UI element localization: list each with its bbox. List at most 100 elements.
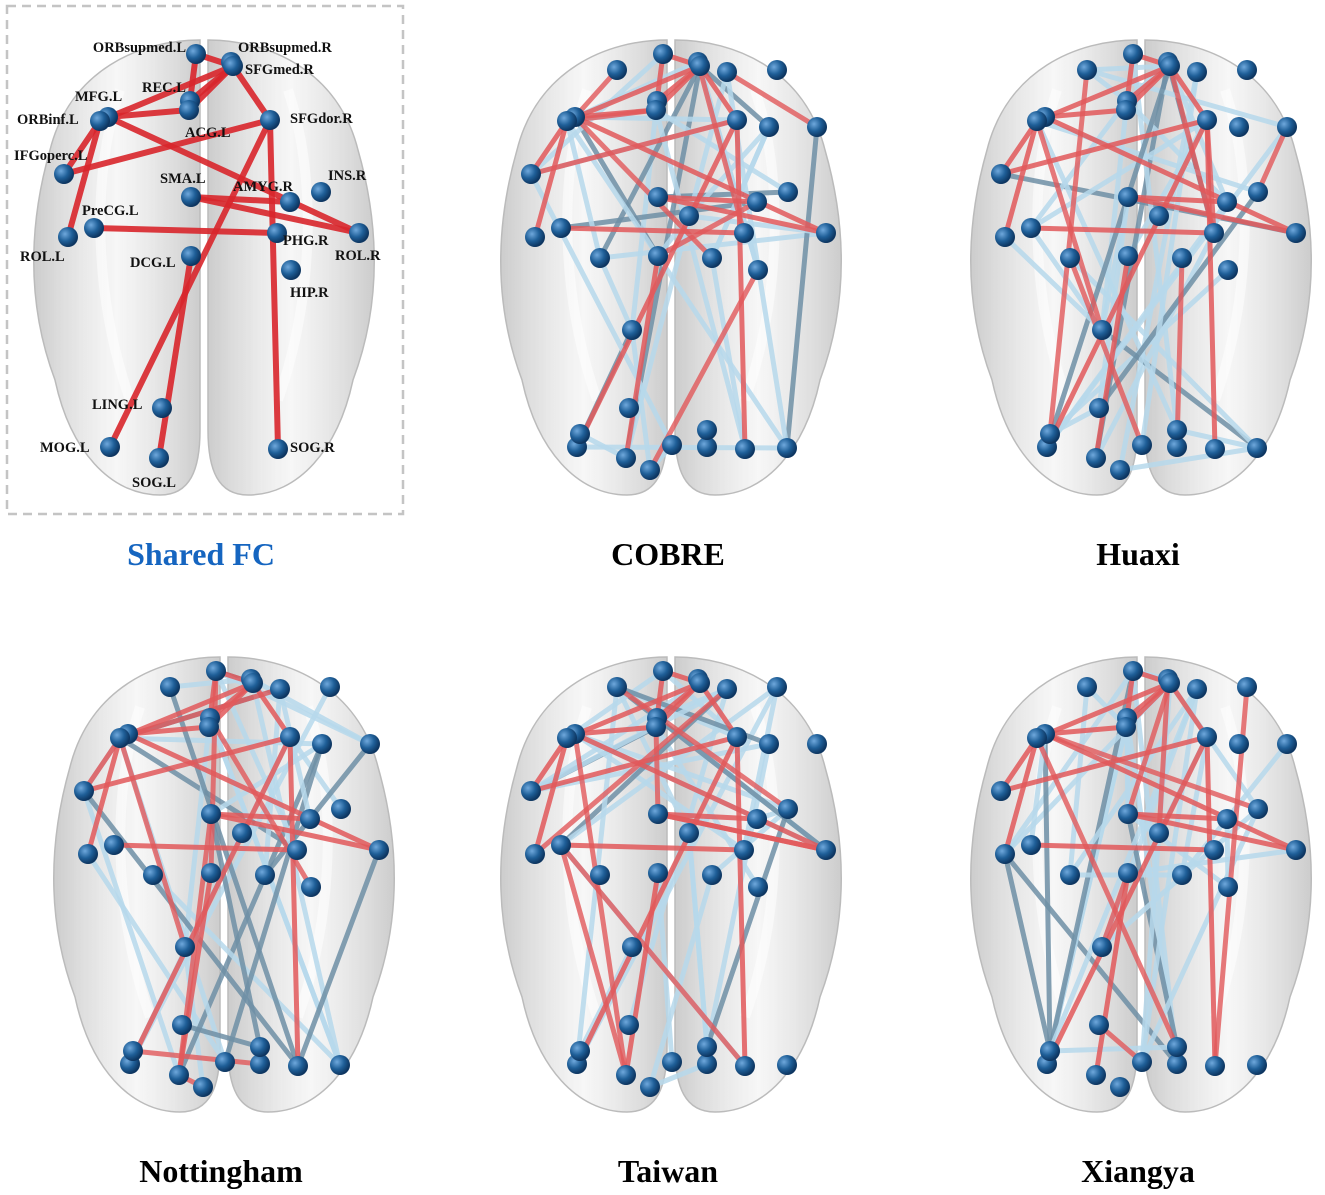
brain-node	[767, 60, 787, 80]
brain-node	[152, 398, 172, 418]
positive-edge	[734, 117, 748, 452]
positive-edge	[1002, 735, 1040, 857]
panel-taiwan	[500, 656, 842, 1113]
brain-node	[1247, 1055, 1267, 1075]
positive-edge	[1042, 114, 1299, 236]
panel-xiangya	[970, 656, 1312, 1113]
brain-node	[243, 673, 263, 693]
brain-node	[1172, 248, 1192, 268]
negative-edge	[597, 63, 703, 261]
brain-node	[250, 1037, 270, 1057]
brain-node	[281, 260, 301, 280]
node-label-rec-l: REC.L	[142, 80, 186, 96]
shared-edge	[267, 117, 281, 452]
node-label-amyg-r: AMYG.R	[233, 179, 294, 195]
node-label-orbsupmed-l: ORBsupmed.L	[93, 40, 186, 56]
brain-node	[267, 223, 287, 243]
shared-edge	[230, 63, 273, 123]
brain-node	[557, 728, 577, 748]
brain-node	[1205, 439, 1225, 459]
node-label-rol-r: ROL.R	[335, 248, 381, 264]
node-label-precg-l: PreCG.L	[82, 203, 139, 219]
brain-node	[759, 117, 779, 137]
positive-edge	[572, 67, 620, 120]
brain-node	[1204, 223, 1224, 243]
brain-node	[1167, 420, 1187, 440]
positive-edge	[998, 118, 1040, 177]
brain-node	[1118, 246, 1138, 266]
brain-node	[201, 804, 221, 824]
negative-edge	[653, 107, 748, 452]
brain-node	[648, 804, 668, 824]
brain-node	[778, 182, 798, 202]
positive-edge	[697, 680, 740, 740]
positive-edge	[1028, 225, 1217, 236]
positive-edge	[655, 199, 760, 259]
brain-node	[702, 248, 722, 268]
brain-node	[1197, 110, 1217, 130]
brain-node	[193, 1077, 213, 1097]
positive-edge	[734, 734, 748, 1069]
brain-node	[640, 1077, 660, 1097]
brain-node	[1149, 206, 1169, 226]
brain-node	[1086, 1065, 1106, 1085]
positive-edge	[572, 114, 829, 236]
negative-edge	[597, 230, 829, 261]
brain-node	[1277, 734, 1297, 754]
panel-title-shared: Shared FC	[127, 536, 275, 572]
brain-node	[748, 260, 768, 280]
brain-node	[734, 223, 754, 243]
brain-node	[1237, 60, 1257, 80]
positive-edge	[572, 731, 629, 1078]
brain-node	[1149, 823, 1169, 843]
negative-edge	[176, 741, 325, 1078]
brain-node	[104, 835, 124, 855]
positive-edge	[572, 731, 829, 853]
brain-node	[1092, 937, 1112, 957]
positive-edge	[1167, 63, 1217, 236]
positive-edge	[287, 734, 301, 1069]
brain-node	[648, 246, 668, 266]
brain-node	[679, 823, 699, 843]
positive-edge	[655, 811, 829, 853]
brain-node	[280, 192, 300, 212]
brain-node	[90, 111, 110, 131]
negative-edge	[686, 830, 710, 1050]
positive-edge	[1042, 724, 1129, 737]
brain-node	[697, 437, 717, 457]
negative-edge	[208, 741, 325, 817]
negative-edge	[647, 1061, 710, 1090]
negative-edge	[213, 668, 373, 747]
brain-node	[179, 100, 199, 120]
brain-node	[735, 1056, 755, 1076]
brain-node	[1229, 734, 1249, 754]
brain-node	[727, 110, 747, 130]
negative-edge	[1067, 686, 1200, 878]
shared-edge	[97, 63, 236, 124]
negative-edge	[167, 684, 301, 1069]
node-label-sog-l: SOG.L	[132, 475, 176, 491]
brain-node	[525, 844, 545, 864]
brain-node	[172, 1015, 192, 1035]
brain-node	[759, 734, 779, 754]
positive-edge	[1042, 731, 1299, 853]
brain-node	[1118, 187, 1138, 207]
brain-node	[777, 438, 797, 458]
negative-edge	[1042, 731, 1053, 1054]
brain-node	[255, 865, 275, 885]
positive-edge	[117, 735, 188, 950]
brain-node	[270, 679, 290, 699]
brain-node	[280, 727, 300, 747]
brain-node	[747, 809, 767, 829]
positive-edge	[564, 63, 703, 124]
positive-edge	[1034, 680, 1173, 741]
brain-node	[734, 840, 754, 860]
negative-edge	[262, 741, 373, 878]
brain-node	[1027, 728, 1047, 748]
brain-node	[1060, 248, 1080, 268]
positive-edge	[85, 735, 123, 857]
brain-node	[1167, 1037, 1187, 1057]
shared-edge	[65, 118, 103, 240]
brain-node	[1204, 840, 1224, 860]
brain-node	[1217, 192, 1237, 212]
